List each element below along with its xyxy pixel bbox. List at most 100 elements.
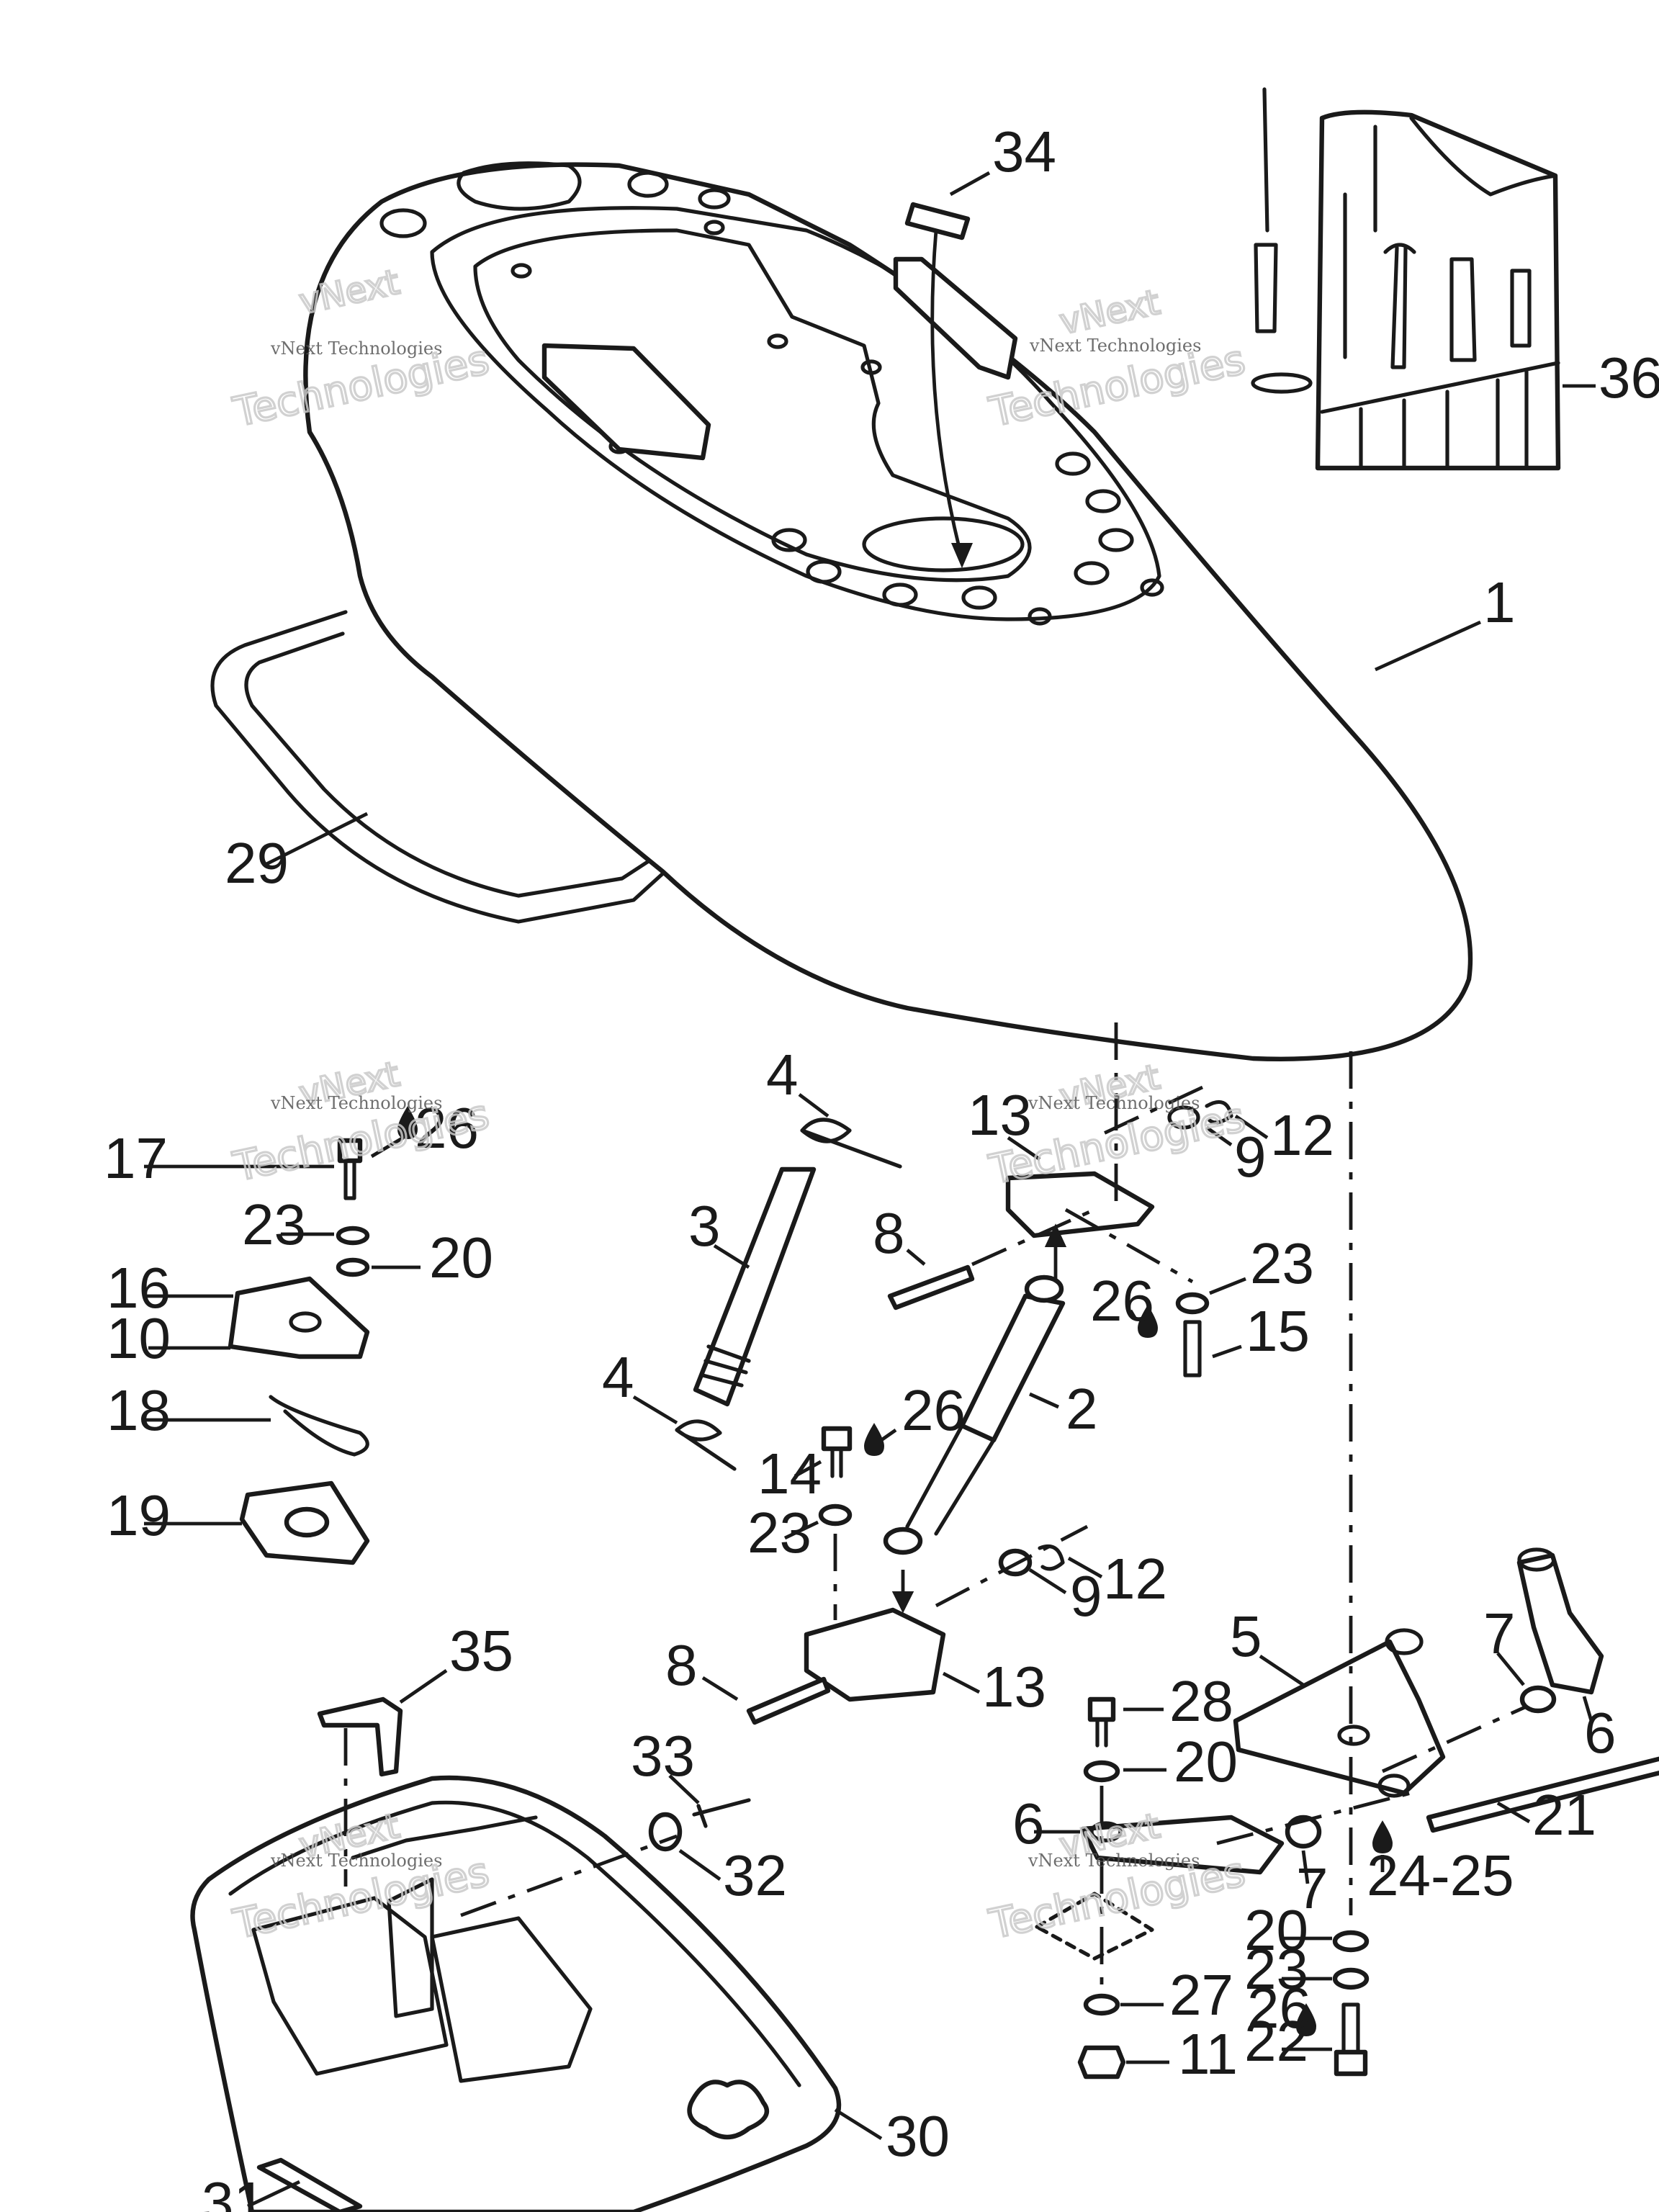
callout-26-top: 26 [1090,1269,1154,1333]
callout-13-top: 13 [968,1083,1032,1147]
callout-10: 10 [107,1306,171,1370]
strip-31 [256,2157,363,2212]
callout-15: 15 [1246,1299,1310,1363]
callout-9-bottom: 9 [1070,1564,1102,1628]
callout-4-bottom: 4 [602,1345,634,1409]
callout-13-bottom: 13 [982,1655,1046,1719]
callout-31: 31 [202,2170,266,2212]
callout-12-bottom: 12 [1103,1547,1167,1611]
drop-icon [1295,2003,1317,2037]
pin-8-bottom [746,1676,831,1725]
storage-bin [190,1775,842,2212]
cap-32 [648,1812,683,1852]
tie-33 [692,1798,751,1828]
assembly-lines [343,1022,1527,1995]
callout-16: 16 [107,1256,171,1320]
callout-27: 27 [1169,1963,1233,2027]
circlip-12 [1038,1544,1065,1571]
callout-34: 34 [992,120,1056,184]
seat-shell [303,161,1473,1061]
callout-17: 17 [104,1126,168,1190]
washer-9-top [1167,1105,1200,1130]
callout-3: 3 [688,1194,721,1258]
washer-27 [1083,1993,1120,2016]
callout-20-left: 20 [429,1226,493,1290]
washer-20-lower [1332,1930,1370,1953]
callout-28: 28 [1169,1669,1233,1733]
washer-23-lower [1332,1967,1370,1990]
washer-23 [336,1226,370,1246]
tool-kit [1251,87,1561,471]
bolt-14 [821,1426,853,1478]
clip-34 [904,202,974,569]
callout-12-top: 12 [1270,1103,1334,1167]
callouts: 1 2 3 4 4 5 6 6 7 7 8 8 9 9 10 11 12 12 … [104,120,1659,2212]
svg-text:vNext Technologies: vNext Technologies [1028,1851,1200,1871]
callout-26-center: 26 [902,1378,966,1442]
callout-19: 19 [107,1483,171,1547]
callout-7-left: 7 [1296,1856,1328,1920]
storage-knob [687,2080,769,2140]
bolt-15 [1175,1292,1210,1377]
callout-20-lower: 20 [1244,1898,1308,1962]
bracket-13-bottom [804,1607,946,1702]
washer-20 [336,1257,370,1277]
callout-14: 14 [757,1442,822,1506]
bolt-17 [337,1138,363,1200]
watermark-2: vNext vNext Technologies Technologies [984,281,1251,437]
callout-36: 36 [1599,346,1659,410]
callout-8-bottom: 8 [665,1633,698,1697]
callout-32: 32 [723,1843,787,1907]
bushing-7-right [1519,1685,1557,1714]
callout-1: 1 [1483,570,1516,634]
callout-33: 33 [631,1724,695,1788]
callout-23-center: 23 [747,1501,811,1565]
callout-29: 29 [225,831,289,895]
callout-18: 18 [107,1378,171,1442]
callout-4-top: 4 [766,1043,799,1107]
callout-2: 2 [1066,1377,1098,1441]
callout-24-25: 24-25 [1367,1843,1514,1907]
callout-9-top: 9 [1234,1125,1267,1189]
callout-23-lower: 23 [1244,1937,1308,2001]
sleeve-3 [693,1166,817,1407]
leader-lines [144,171,1596,2208]
latch-plate-16 [228,1276,370,1359]
callout-23-top: 23 [1250,1231,1314,1295]
callout-11: 11 [1178,2022,1238,2086]
bolt-22 [1334,2002,1368,2077]
clamp-4-top [800,1118,902,1169]
callout-22: 22 [1244,2009,1308,2073]
svg-text:vNext: vNext [1056,282,1164,343]
callout-6-left: 6 [1012,1791,1045,1856]
svg-text:vNext Technologies: vNext Technologies [270,1093,442,1113]
pad-outline [1035,1892,1154,1961]
strap-35 [317,1696,403,1777]
gas-spring-2 [883,1274,1066,1555]
callout-35: 35 [449,1619,513,1683]
callout-5: 5 [1230,1604,1262,1668]
callout-8-top: 8 [873,1201,905,1265]
svg-text:vNext Technologies: vNext Technologies [1029,336,1201,356]
callout-26-left: 26 [415,1096,479,1160]
rod-21 [1426,1756,1659,1833]
washer-23-center [818,1503,853,1527]
drop-icon [1137,1305,1159,1339]
seat-hole-ring [379,171,1164,626]
watermark-3: vNext vNext Technologies Technologies [228,1053,495,1192]
clamp-4-bottom [675,1419,737,1471]
callout-7-right: 7 [1483,1601,1516,1665]
svg-text:vNext Technologies: vNext Technologies [270,1851,442,1871]
circlip-12-top [1205,1100,1233,1125]
callout-21: 21 [1532,1783,1596,1847]
link-6-left [1080,1815,1285,1875]
catch-19 [239,1480,370,1565]
callout-20-right: 20 [1174,1730,1238,1794]
washer-20-right [1083,1760,1120,1783]
callout-6-right: 6 [1584,1701,1617,1765]
callout-26-lower: 26 [1247,1976,1311,2040]
bolt-28 [1087,1696,1116,1748]
nut-11 [1077,2045,1126,2080]
callout-23-left: 23 [242,1192,306,1256]
